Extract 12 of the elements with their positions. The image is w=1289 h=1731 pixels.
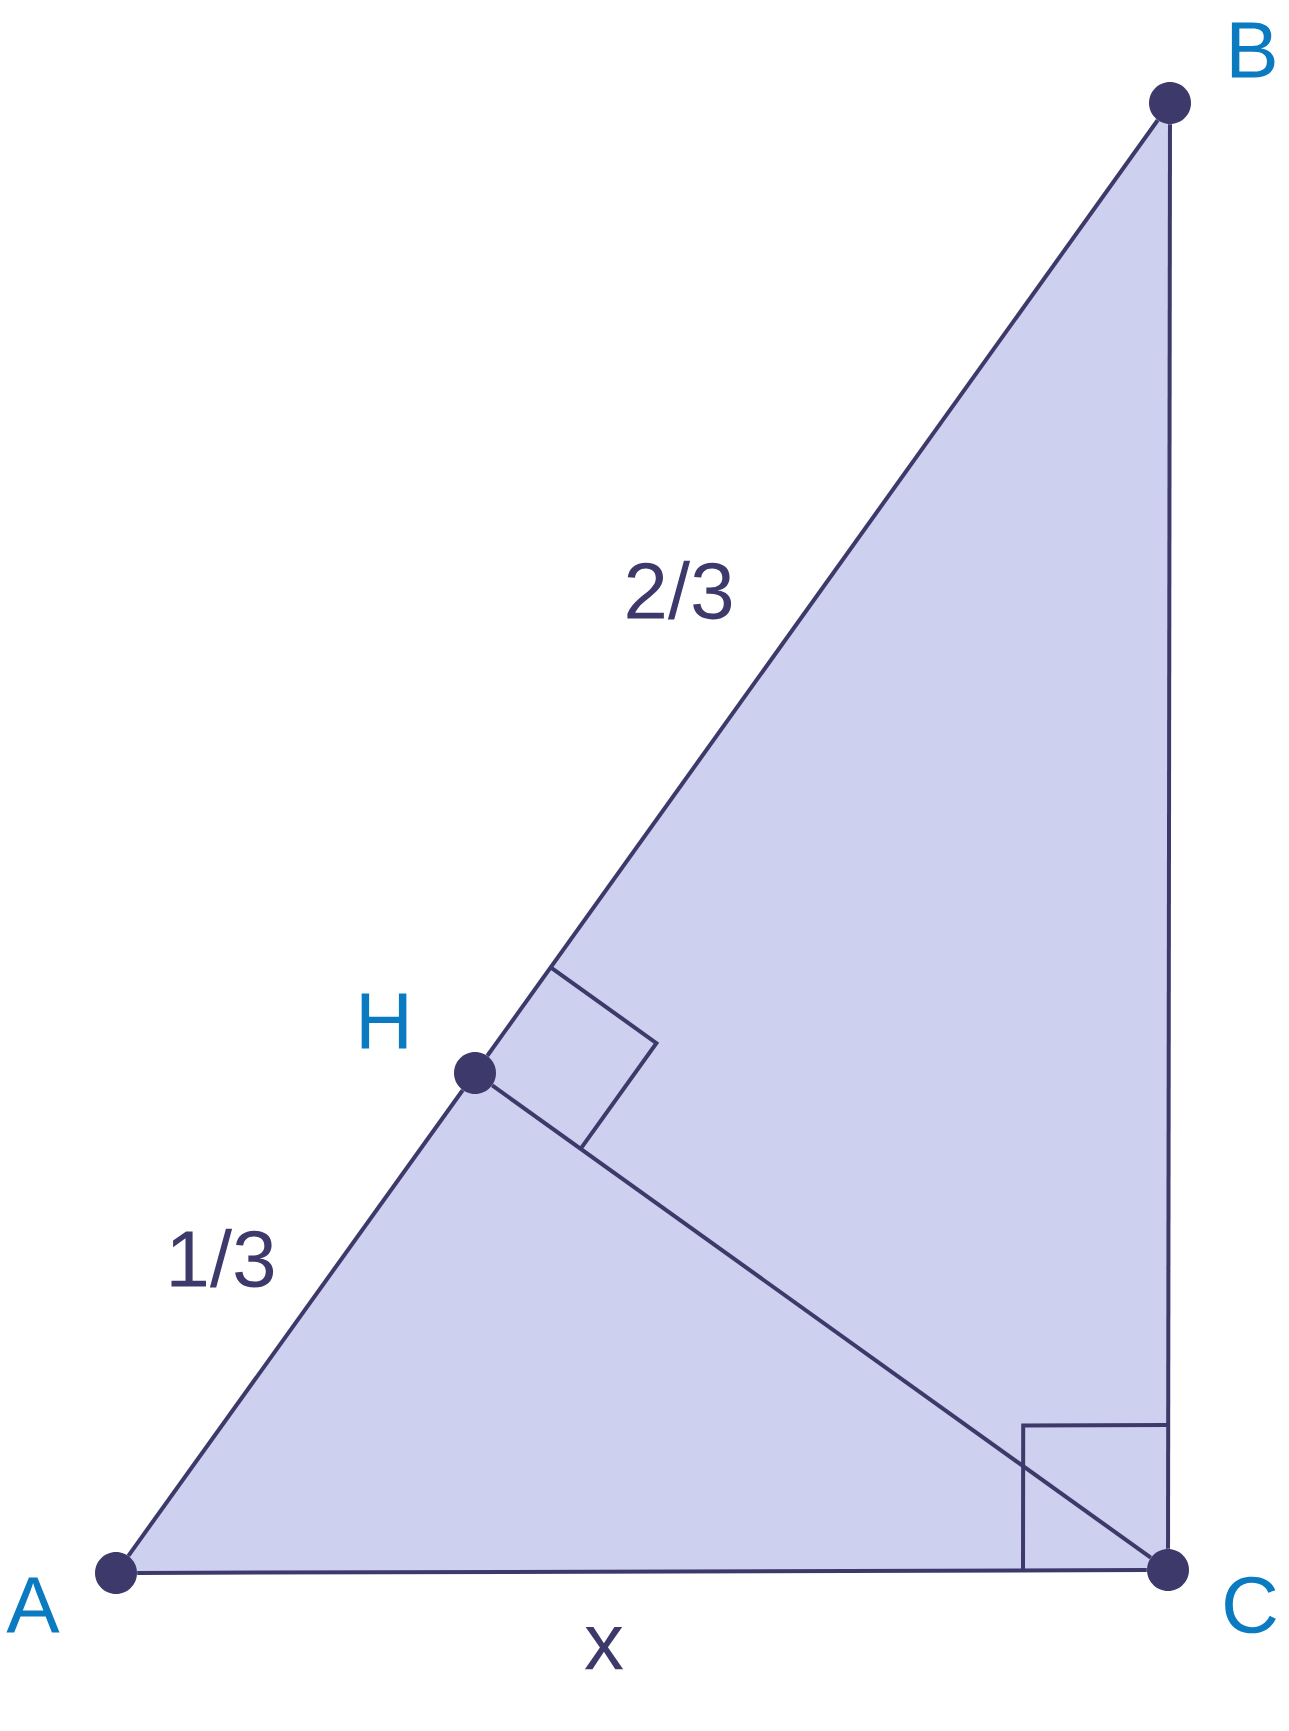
line-segment <box>126 1089 465 1557</box>
point-label: C <box>1225 1576 1276 1634</box>
point-label: A <box>6 1577 60 1633</box>
point-label: H <box>361 993 407 1049</box>
line-segment <box>491 1083 1152 1560</box>
edge-label: x <box>584 1626 624 1670</box>
line-segment <box>485 119 1160 1057</box>
line-segment <box>137 1568 1147 1575</box>
point-label: B <box>1231 22 1275 78</box>
edge-label: 1/3 <box>171 1228 274 1288</box>
edge-label: 2/3 <box>627 560 732 620</box>
line-segment <box>1166 124 1172 1549</box>
